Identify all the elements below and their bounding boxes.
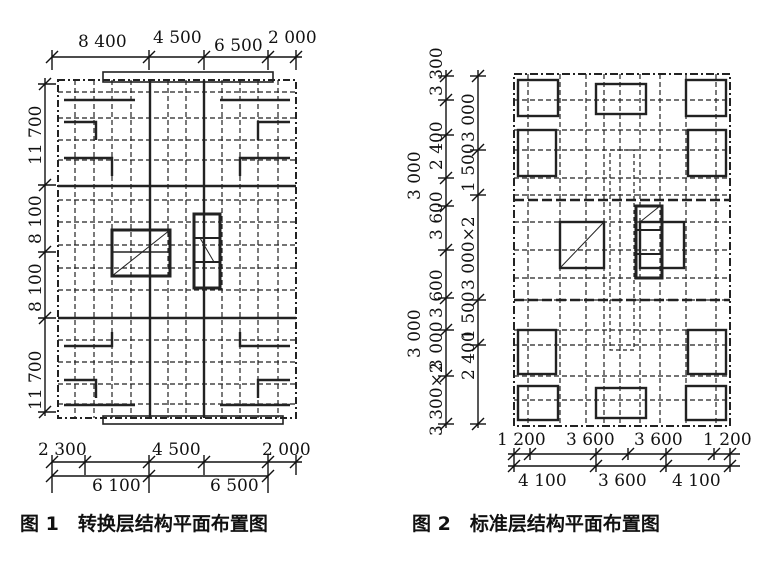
figure2-plan: 3 000 3 000 3 300 2 400 3 600 3 600 3 00… <box>405 47 752 535</box>
fig1-bottom-dim-2: 4 500 <box>152 440 201 460</box>
fig1-caption: 图 1 转换层结构平面布置图 <box>20 512 268 535</box>
fig1-bottom-dim-4: 6 100 <box>92 476 141 496</box>
fig2-left-mid-3: 3 600 <box>427 191 447 240</box>
fig2-left-inner-5: 2 400 <box>459 331 479 380</box>
fig2-bottom-dim-3: 3 600 <box>634 430 683 450</box>
fig1-top-dim-4: 2 000 <box>268 28 317 48</box>
fig2-bottom-dim-6: 3 600 <box>598 471 647 491</box>
fig2-left-mid-4: 3 600 <box>427 269 447 318</box>
fig1-bottom-dim-1: 2 300 <box>38 440 87 460</box>
fig2-bottom-dim-2: 3 600 <box>566 430 615 450</box>
fig1-left-dim-3: 8 100 <box>26 263 46 312</box>
fig2-left-inner-1: 3 000 <box>459 93 479 142</box>
fig1-top-dim-1: 8 400 <box>78 32 127 52</box>
fig1-bottom-dim-5: 6 500 <box>210 476 259 496</box>
fig2-left-outer-1: 3 000 <box>405 151 425 200</box>
fig2-left-mid-6: 3 300×2 <box>427 362 447 436</box>
fig2-left-mid-5: 3 000 <box>427 321 447 370</box>
fig1-left-dim-2: 8 100 <box>26 195 46 244</box>
fig1-bottom-dim-3: 2 000 <box>262 440 311 460</box>
fig2-left-inner-3: 3 000×2 <box>459 216 479 290</box>
fig2-bottom-dim-7: 4 100 <box>672 471 721 491</box>
fig1-left-dim-4: 11 700 <box>26 351 46 410</box>
fig2-bottom-dim-5: 4 100 <box>518 471 567 491</box>
fig2-left-inner-2: 1 500 <box>459 143 479 192</box>
fig2-left-inner-4: 1 500 <box>459 291 479 340</box>
fig1-left-dim-1: 11 700 <box>26 106 46 165</box>
fig2-caption: 图 2 标准层结构平面布置图 <box>412 512 660 535</box>
fig2-bottom-dim-4: 1 200 <box>703 430 752 450</box>
fig1-top-dim-2: 4 500 <box>153 28 202 48</box>
fig2-bottom-dim-1: 1 200 <box>497 430 546 450</box>
fig2-left-mid-2: 2 400 <box>427 121 447 170</box>
fig2-left-mid-1: 3 300 <box>427 47 447 96</box>
figure1-plan: 8 400 4 500 6 500 2 000 11 700 8 100 8 1… <box>20 28 317 535</box>
fig2-left-outer-2: 3 000 <box>405 309 425 358</box>
fig1-top-dim-3: 6 500 <box>214 36 263 56</box>
